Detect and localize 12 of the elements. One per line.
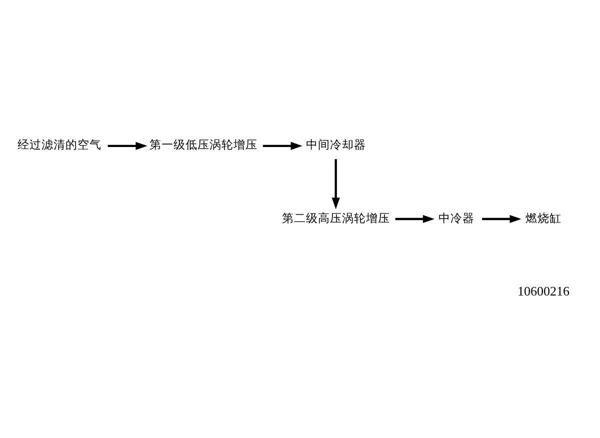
- node-text: 中间冷却器: [306, 138, 366, 152]
- arrow: [262, 142, 302, 150]
- node-text: 第一级低压涡轮增压: [149, 138, 258, 152]
- label: 10600216: [517, 283, 570, 298]
- arrow: [108, 142, 148, 150]
- arrow: [332, 159, 340, 210]
- node-text: 燃烧缸: [525, 210, 562, 225]
- arrow: [395, 214, 435, 224]
- arrow: [482, 214, 522, 224]
- node-text: 第二级高压涡轮增压: [282, 210, 390, 225]
- node-text: 中冷器: [438, 210, 475, 225]
- node-text: 经过滤清的空气: [17, 138, 102, 152]
